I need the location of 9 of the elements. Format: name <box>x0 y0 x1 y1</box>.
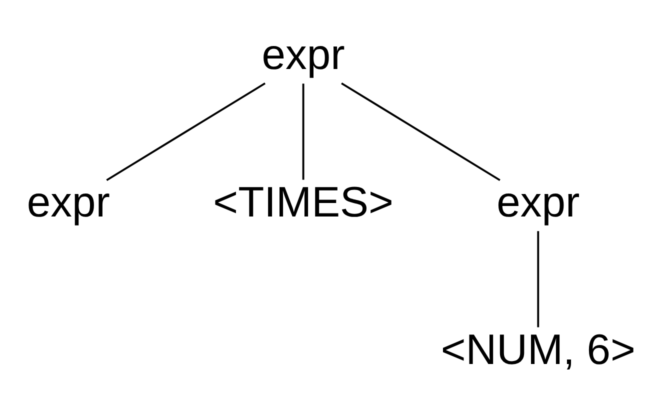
node-text: expr <box>496 178 580 226</box>
connector <box>537 230 540 327</box>
connector <box>302 83 304 180</box>
connector <box>341 82 500 180</box>
connector <box>106 82 266 180</box>
node-text: expr <box>26 178 110 226</box>
node-text: expr <box>262 30 345 78</box>
node-text: <NUM, 6> <box>440 325 636 374</box>
node-text: <TIMES> <box>213 178 394 226</box>
